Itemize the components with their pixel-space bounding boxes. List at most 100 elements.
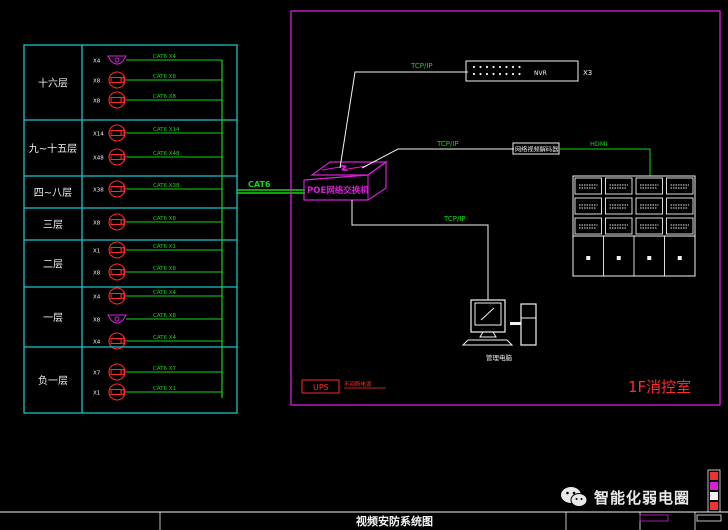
monitor-screen [474,302,502,326]
camera-icon [108,91,126,109]
tcpip-label-1: TCP/IP [410,62,433,70]
watermark: 智能化弱电圈 [560,484,690,510]
cable-label: CAT6 X38 [153,183,180,189]
ups: UPS 不间断电源 [301,379,386,394]
wall-screen [605,177,633,195]
control-room-frame [290,10,721,406]
camera-qty: X7 [93,371,101,377]
title-bar: 视频安防系统图 [0,511,728,530]
floor-name: 九~十五层 [29,142,77,155]
floor-name: 三层 [43,219,63,231]
camera-row: X48 CAT6 X48 [93,148,222,166]
cable-bus: CAT6 [221,60,305,398]
camera-icon [108,332,126,350]
nvr-port [492,65,495,69]
cable-label: CAT6 X8 [153,216,177,222]
wall-screen [635,197,663,215]
cable-label: CAT6 X1 [153,244,176,250]
workstation-label: 管理电脑 [486,353,513,362]
cable-label: CAT6 X8 [153,266,177,272]
cabinet-handle [647,256,652,260]
cabinet-handle [616,256,621,260]
camera-qty: X4 [93,340,101,346]
camera-qty: X4 [93,59,101,65]
ups-label: UPS [313,383,329,392]
camera-qty: X4 [93,295,101,301]
cable-label: CAT6 X8 [153,94,177,100]
video-wall [572,175,696,277]
trunk-cable-label: CAT6 [248,180,271,189]
camera-icon [108,71,126,89]
floor-table-border [23,44,238,414]
nvr-port [492,72,495,76]
nvr-label: NVR [534,70,547,77]
wall-screen [666,177,694,195]
floor-name: 负一层 [38,374,68,387]
camera-qty: X8 [93,271,101,277]
camera-qty: X8 [93,99,101,105]
camera-icon [108,383,126,401]
nvr-port [472,65,476,69]
link-to-decoder [361,148,514,169]
cabinet-handle [586,256,591,260]
wall-screen [666,197,694,215]
link-to-workstation [351,200,489,300]
camera-qty: X8 [93,79,101,85]
network-links: TCP/IP TCP/IP TCP/IP [339,62,514,300]
camera-row: X4 CAT6 X4 [93,332,222,350]
floor-name: 十六层 [38,77,68,90]
nvr-qty: X3 [583,69,592,77]
camera-row: X14 CAT6 X14 [93,124,222,142]
camera-icon [108,148,126,166]
wall-screen [605,197,633,215]
camera-qty: X1 [93,391,100,397]
nvr-port [511,72,515,76]
poe-switch-label: POE网络交换机 [307,185,369,196]
control-room-label: 1F消控室 [628,378,691,396]
wall-screen [666,217,694,235]
nvr-port [505,65,508,69]
cable-label: CAT6 X14 [153,127,180,133]
cable-label: CAT6 X7 [153,366,177,372]
nvr-port [498,65,502,69]
watermark-text: 智能化弱电圈 [594,488,691,507]
tcpip-label-3: TCP/IP [443,215,466,223]
wall-screen [574,197,602,215]
cable-label: CAT6 X4 [153,335,177,341]
wall-screen [574,177,602,195]
cable-label: CAT6 X4 [153,290,177,296]
cable-label: CAT6 X48 [153,151,180,157]
nvr-port [479,65,482,69]
camera-row: X4 CAT6 X4 [93,54,222,65]
color-legend [707,469,721,513]
nvr-port [511,65,515,69]
diagram-title: 视频安防系统图 [356,514,433,528]
camera-icon [108,241,126,259]
monitor-body [470,299,506,333]
wall-screen [635,177,663,195]
camera-icon [108,180,126,198]
cable-label: CAT6 X8 [153,313,177,319]
hdmi-label: HDMI [590,140,608,148]
cable-label: CAT6 X8 [153,74,177,80]
nvr-port [485,65,489,69]
wall-screen [605,217,633,235]
control-room: 1F消控室 [290,10,721,406]
link-to-nvr [339,71,468,169]
nvr-port [472,72,476,76]
decoder-label: 网络视频解码器 [515,146,559,154]
camera-qty: X14 [93,132,104,138]
camera-qty: X48 [93,156,104,162]
nvr-port [518,65,521,69]
nvr-port [479,72,482,76]
nvr-port [518,72,521,76]
floor-name: 四~八层 [34,187,72,199]
cable-label: CAT6 X4 [153,54,177,60]
camera-row: X4 CAT6 X4 [93,287,222,305]
